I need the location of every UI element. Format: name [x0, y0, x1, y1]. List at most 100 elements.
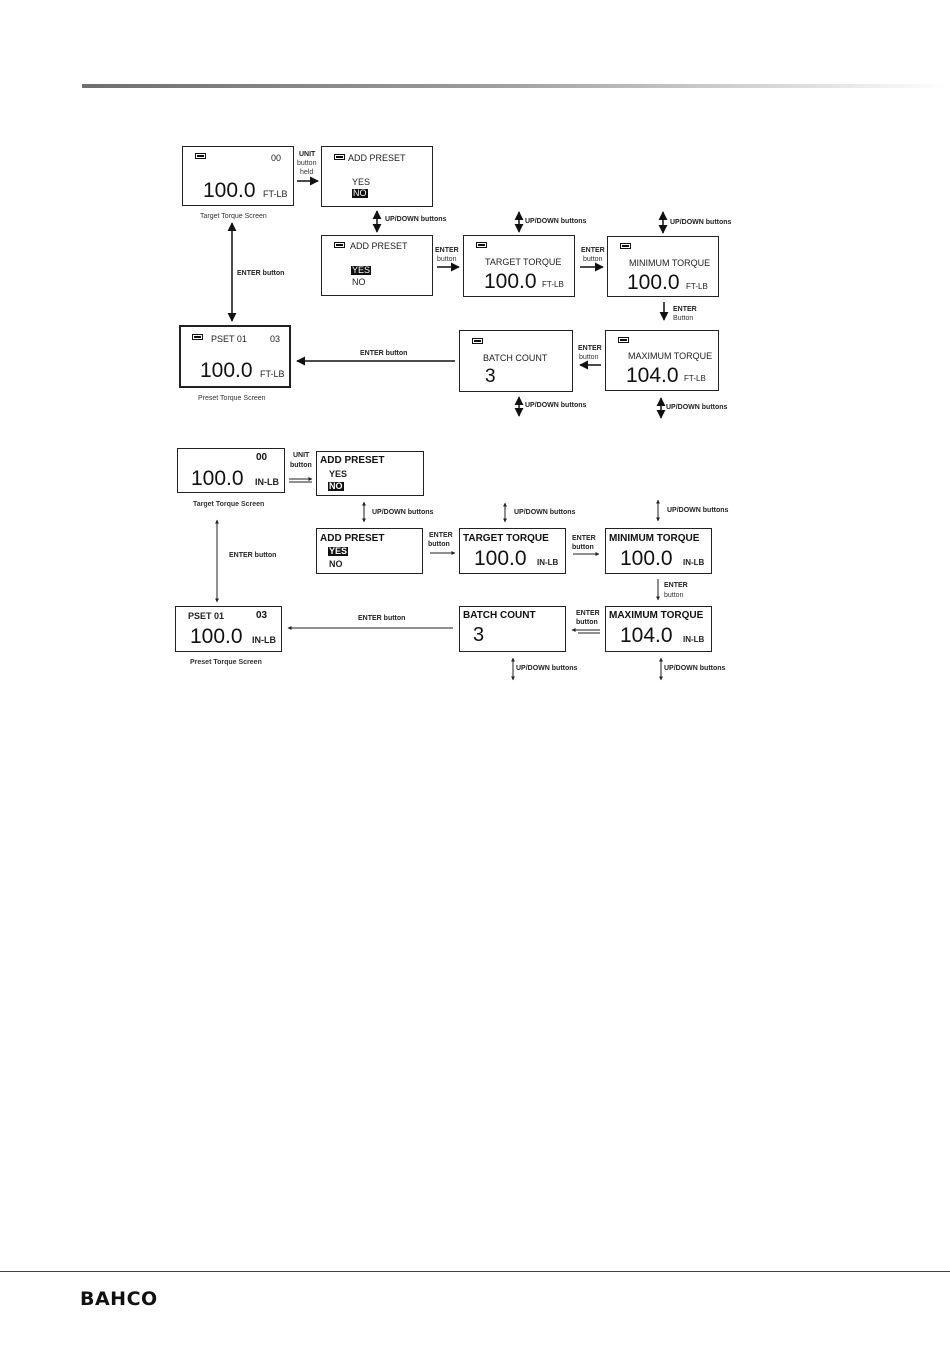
target-torque-value: 100.0 — [484, 270, 537, 293]
battery-icon — [334, 242, 345, 248]
preset-unit: FT-LB — [260, 369, 285, 379]
minimum-torque-screen: MINIMUM TORQUE 100.0 FT-LB — [607, 236, 719, 297]
torque-unit: FT-LB — [263, 189, 288, 199]
maximum-torque-screen: MAXIMUM TORQUE 104.0 FT-LB — [605, 330, 719, 391]
unit-label-3: held — [300, 169, 314, 176]
add-preset-title: ADD PRESET — [320, 455, 385, 466]
unit-label-2: button — [297, 160, 317, 167]
batch-count-value: 3 — [485, 366, 496, 387]
header-rule — [82, 84, 950, 88]
preset-count: 03 — [270, 334, 281, 344]
torque-value: 100.0 — [191, 467, 244, 490]
enter-label-2: button — [572, 544, 594, 551]
torque-value: 100.0 — [203, 179, 256, 202]
bahco-logo: BAHCO — [80, 1288, 158, 1310]
enter-label-2: button — [576, 619, 598, 626]
enter-vertical-label: ENTER button — [237, 270, 285, 277]
maximum-torque-value: 104.0 — [620, 624, 673, 647]
battery-icon — [472, 338, 483, 344]
batch-count-screen: BATCH COUNT 3 — [459, 606, 566, 652]
enter-label-2: button — [428, 541, 450, 548]
target-torque-title: TARGET TORQUE — [463, 533, 549, 544]
option-yes-selected: YES — [351, 265, 372, 275]
torque-unit: IN-LB — [255, 477, 279, 487]
battery-icon — [192, 334, 203, 340]
preset-torque-screen: PSET 01 03 100.0 IN-LB — [175, 606, 282, 652]
maximum-torque-unit: IN-LB — [683, 635, 705, 644]
enter-label: ENTER — [673, 306, 697, 313]
enter-label: ENTER — [435, 247, 459, 254]
add-preset-screen-yes: ADD PRESET YES NO — [316, 528, 423, 574]
enter-label: ENTER — [581, 247, 605, 254]
target-torque-entry-screen: TARGET TORQUE 100.0 IN-LB — [459, 528, 566, 574]
count-readout: 00 — [271, 153, 282, 163]
target-torque-screen: 00 100.0 IN-LB — [177, 448, 285, 493]
option-yes: YES — [352, 177, 371, 187]
batch-count-value: 3 — [473, 624, 485, 646]
option-no-selected: NO — [328, 481, 344, 491]
maximum-torque-value: 104.0 — [626, 364, 679, 387]
updown-label: UP/DOWN buttons — [525, 218, 587, 225]
maximum-torque-unit: FT-LB — [684, 374, 706, 383]
battery-icon — [476, 242, 487, 248]
target-torque-unit: FT-LB — [542, 280, 564, 289]
updown-label: UP/DOWN buttons — [385, 216, 447, 223]
minimum-torque-value: 100.0 — [620, 547, 673, 570]
enter-label-2: button — [437, 256, 457, 263]
add-preset-title: ADD PRESET — [348, 153, 406, 163]
target-torque-entry-screen: TARGET TORQUE 100.0 FT-LB — [463, 235, 575, 297]
unit-label: UNIT — [299, 151, 316, 158]
enter-label-2: Button — [673, 315, 694, 322]
count-readout: 00 — [256, 452, 268, 463]
maximum-torque-title: MAXIMUM TORQUE — [609, 610, 704, 621]
option-no-selected: NO — [352, 188, 368, 198]
updown-label: UP/DOWN buttons — [666, 404, 728, 411]
minimum-torque-value: 100.0 — [627, 271, 680, 294]
option-no: NO — [329, 559, 343, 569]
target-torque-value: 100.0 — [474, 547, 527, 570]
minimum-torque-unit: IN-LB — [683, 558, 705, 567]
option-yes-selected: YES — [328, 546, 349, 556]
minimum-torque-unit: FT-LB — [686, 282, 708, 291]
minimum-torque-title: MINIMUM TORQUE — [609, 533, 700, 544]
battery-icon — [334, 154, 345, 160]
enter-label-2: button — [583, 256, 603, 263]
add-preset-screen-no: ADD PRESET YES NO — [316, 451, 424, 496]
preset-count: 03 — [256, 610, 268, 621]
add-preset-title: ADD PRESET — [320, 533, 385, 544]
updown-label: UP/DOWN buttons — [514, 509, 576, 516]
enter-label: ENTER — [576, 610, 600, 617]
batch-count-screen: BATCH COUNT 3 — [459, 330, 573, 392]
enter-label: ENTER — [578, 345, 602, 352]
enter-label: ENTER — [664, 582, 688, 589]
battery-icon — [618, 337, 629, 343]
add-preset-title: ADD PRESET — [350, 241, 408, 251]
enter-long-label: ENTER button — [360, 350, 408, 357]
minimum-torque-screen: MINIMUM TORQUE 100.0 IN-LB — [605, 528, 712, 574]
target-torque-title: TARGET TORQUE — [485, 257, 562, 267]
option-no: NO — [352, 277, 366, 287]
battery-icon — [620, 243, 631, 249]
preset-value: 100.0 — [190, 625, 243, 648]
updown-label: UP/DOWN buttons — [670, 219, 732, 226]
updown-label: UP/DOWN buttons — [667, 507, 729, 514]
preset-unit: IN-LB — [252, 635, 276, 645]
preset-torque-screen: PSET 01 03 100.0 FT-LB — [179, 325, 291, 388]
enter-label: ENTER — [429, 532, 453, 539]
enter-long-label: ENTER button — [358, 615, 406, 622]
updown-label: UP/DOWN buttons — [664, 665, 726, 672]
preset-screen-caption: Preset Torque Screen — [190, 659, 262, 666]
target-torque-unit: IN-LB — [537, 558, 559, 567]
battery-icon — [195, 153, 206, 159]
unit-label-2: button — [290, 462, 312, 469]
enter-label: ENTER — [572, 535, 596, 542]
enter-label-2: button — [579, 354, 599, 361]
updown-label: UP/DOWN buttons — [525, 402, 587, 409]
unit-label: UNIT — [293, 452, 310, 459]
target-screen-caption: Target Torque Screen — [200, 213, 267, 220]
maximum-torque-screen: MAXIMUM TORQUE 104.0 IN-LB — [605, 606, 712, 652]
batch-count-title: BATCH COUNT — [483, 353, 548, 363]
minimum-torque-title: MINIMUM TORQUE — [629, 258, 711, 268]
preset-title: PSET 01 — [188, 611, 225, 621]
